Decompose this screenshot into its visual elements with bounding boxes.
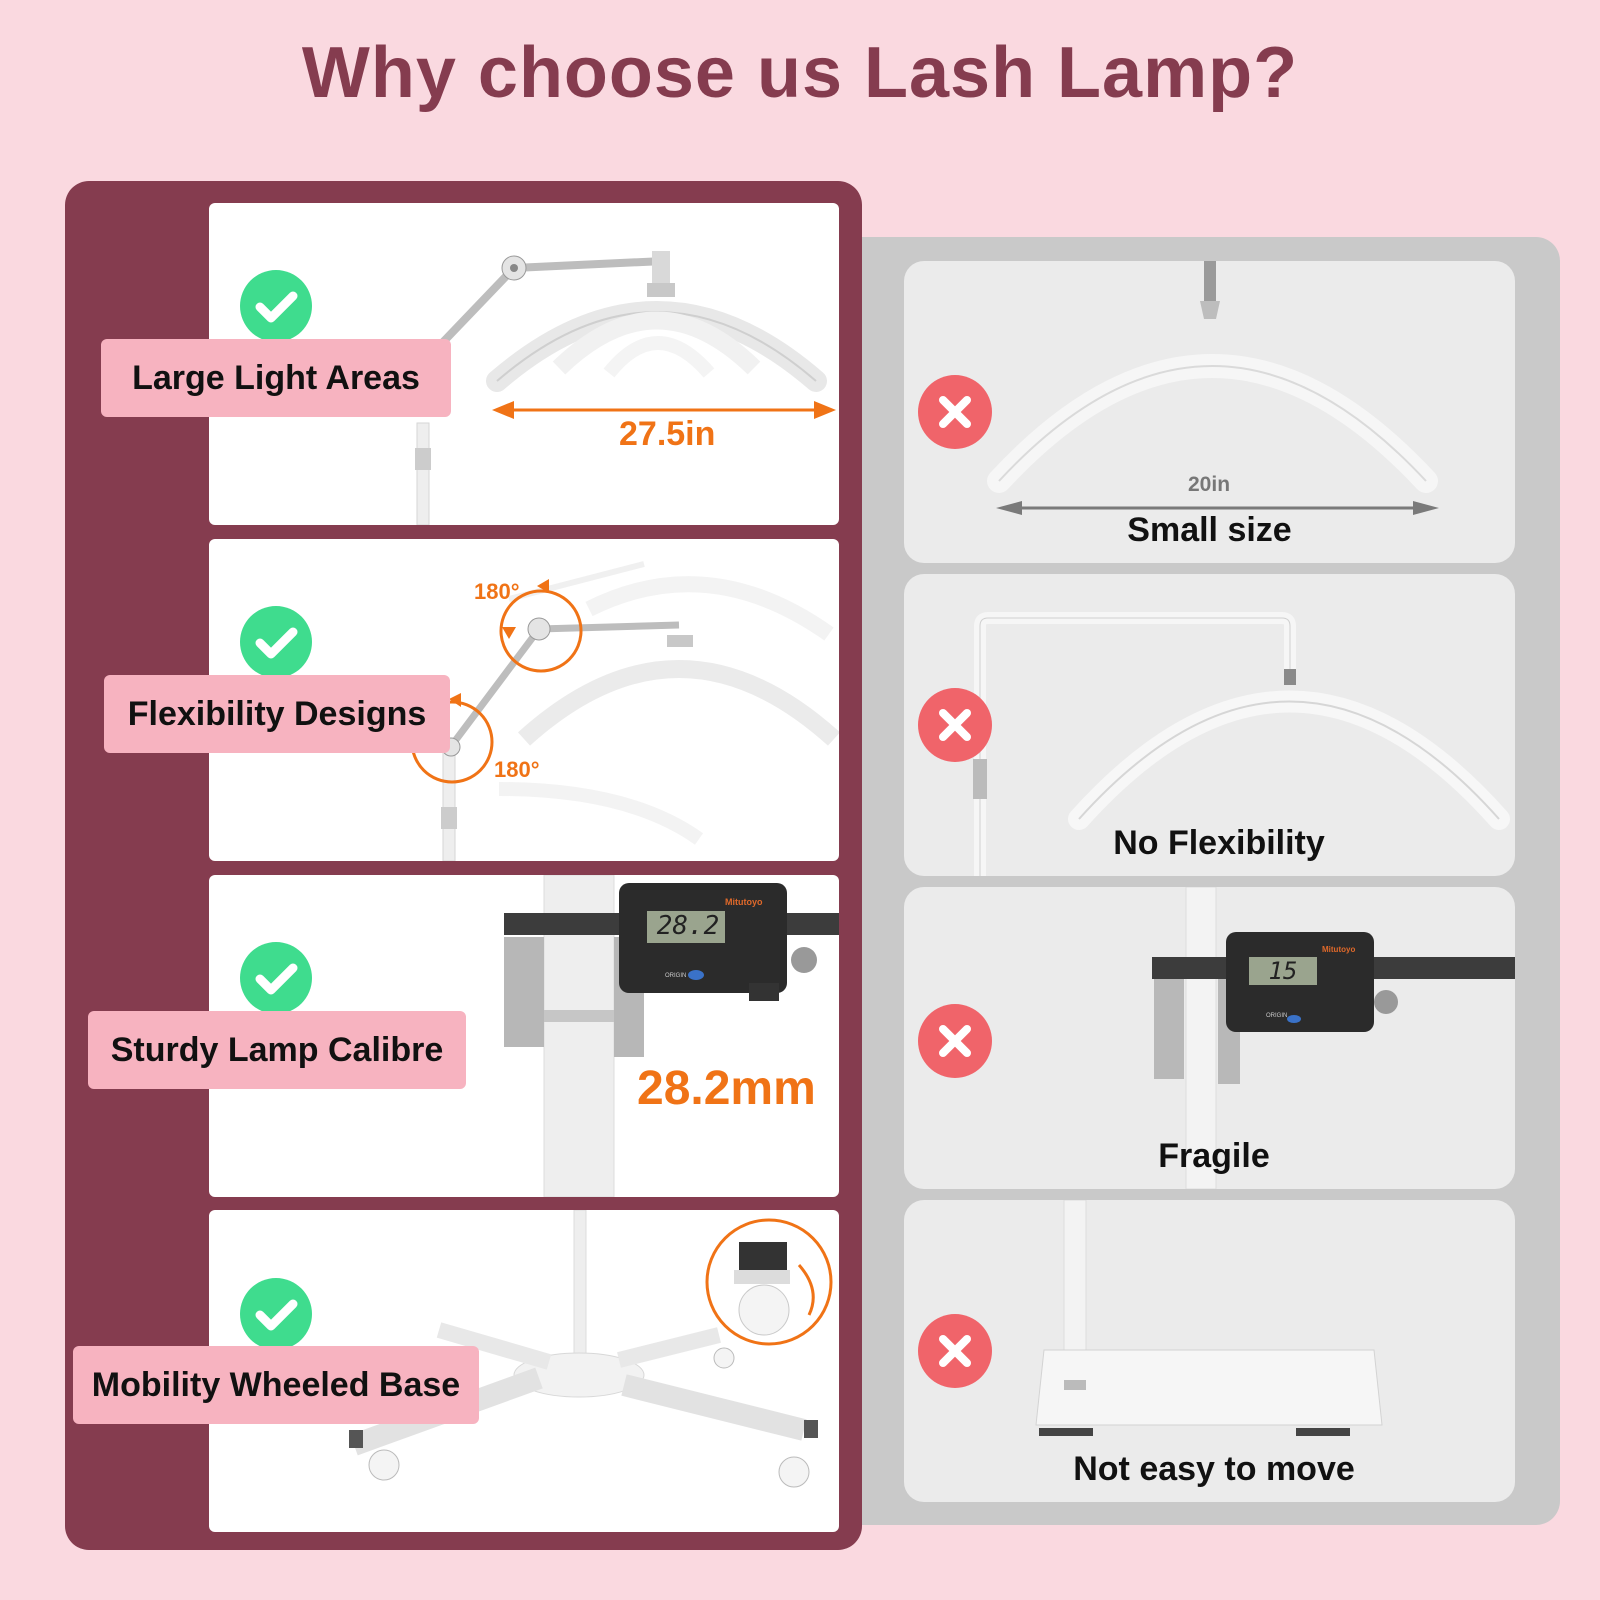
caliper-origin-button: ORIGIN (665, 973, 687, 979)
cross-icon (918, 1314, 992, 1388)
large-light-areas-label: Large Light Areas (101, 339, 451, 417)
calibre-measure: 28.2mm (637, 1062, 816, 1115)
check-icon (240, 942, 312, 1014)
no-flexibility-label: No Flexibility (1113, 824, 1325, 862)
sturdy-lamp-calibre-label: Sturdy Lamp Calibre (88, 1011, 466, 1089)
caliper-display-value: 28.2 (656, 911, 720, 941)
small-size-label: Small size (1127, 511, 1292, 549)
small-lamp-image (987, 261, 1439, 515)
caliper-pole-image (504, 875, 839, 1197)
mobility-wheeled-base-label: Mobility Wheeled Base (73, 1346, 479, 1424)
flat-base-image (1035, 1200, 1383, 1436)
check-icon (240, 1278, 312, 1350)
thin-pole-caliper-image (1152, 887, 1515, 1189)
cross-icon (918, 375, 992, 449)
caliper-display-value: 15 (1268, 957, 1298, 985)
disadvantage-card-fragile: 15 Mitutoyo ORIGIN Fragile (904, 887, 1515, 1189)
check-icon (240, 270, 312, 342)
cross-icon (918, 688, 992, 762)
rigid-lamp-image (973, 612, 1510, 876)
wheeled-base-image (349, 1210, 833, 1488)
caliper-brand: Mitutoyo (725, 897, 763, 907)
check-icon (240, 606, 312, 678)
small-size-measure: 20in (1188, 473, 1231, 496)
caliper-origin-button: ORIGIN (1266, 1013, 1288, 1019)
rotation-angle-top: 180° (474, 579, 520, 604)
rotation-angle-bottom: 180° (494, 757, 540, 782)
flexibility-designs-label: Flexibility Designs (104, 675, 450, 753)
fragile-label: Fragile (1158, 1137, 1270, 1175)
disadvantage-card-no-flexibility: No Flexibility (904, 574, 1515, 876)
cross-icon (918, 1004, 992, 1078)
not-easy-to-move-label: Not easy to move (1073, 1450, 1355, 1488)
caliper-brand: Mitutoyo (1322, 945, 1356, 954)
disadvantage-card-small-size: 20in Small size (904, 261, 1515, 563)
disadvantage-card-not-easy-to-move: Not easy to move (904, 1200, 1515, 1502)
light-width-measure: 27.5in (619, 415, 716, 453)
page-title: Why choose us Lash Lamp? (301, 33, 1299, 113)
